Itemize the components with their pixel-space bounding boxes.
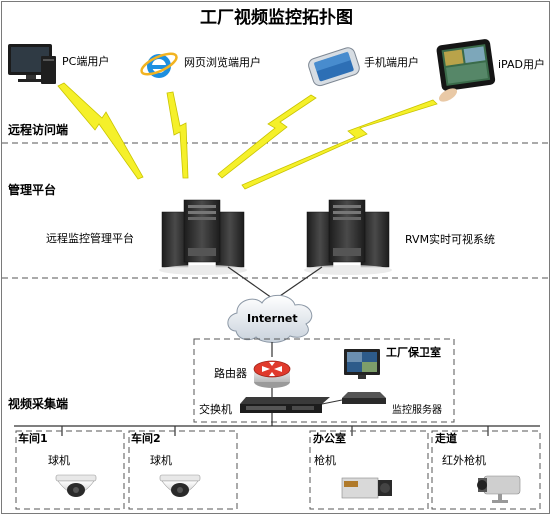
diagram-title: 工厂视频监控拓扑图	[200, 8, 353, 28]
pc-user-label: PC端用户	[62, 55, 110, 68]
area-1-camera-label: 球机	[48, 454, 70, 467]
monitor-server-icon	[342, 349, 386, 404]
dome-camera-icon-2	[159, 474, 201, 497]
guard-room-box	[193, 338, 455, 423]
area-box-2	[128, 430, 238, 510]
lightning-mobile	[217, 94, 317, 179]
area-3-label: 办公室	[313, 432, 346, 445]
area-box-1	[15, 430, 125, 510]
browser-icon	[140, 52, 178, 78]
area-box-3	[309, 430, 429, 510]
area-2-camera-label: 球机	[150, 454, 172, 467]
lightning-links	[57, 82, 438, 190]
area-box-4	[431, 430, 541, 510]
monitor-server-label: 监控服务器	[392, 405, 442, 416]
link-left-platform	[227, 266, 273, 299]
area-4-label: 走道	[435, 432, 457, 445]
lightning-ipad	[241, 99, 438, 190]
server-cluster-right	[304, 199, 392, 275]
internet-label: Internet	[247, 312, 298, 325]
ipad-icon	[436, 39, 496, 102]
server-cluster-left	[159, 199, 247, 275]
link-switch-server	[321, 399, 343, 405]
box-camera-icon	[341, 477, 392, 499]
mobile-user-label: 手机端用户	[364, 56, 419, 69]
guard-room-label: 工厂保卫室	[386, 346, 441, 359]
pc-icon	[8, 44, 56, 84]
ipad-user-label: iPAD用户	[498, 58, 545, 71]
platform-left-label: 远程监控管理平台	[46, 232, 134, 245]
area-1-label: 车间1	[18, 432, 48, 445]
switch-icon	[240, 397, 330, 413]
area-3-camera-label: 枪机	[314, 454, 336, 467]
area-4-camera-label: 红外枪机	[442, 454, 486, 467]
platform-right-label: RVM实时可视系统	[405, 233, 496, 246]
switch-label: 交换机	[199, 403, 232, 416]
lightning-web	[166, 91, 189, 179]
ir-bullet-camera-icon	[477, 475, 521, 503]
section-management-label: 管理平台	[8, 183, 57, 197]
section-capture-label: 视频采集端	[8, 397, 69, 411]
link-right-platform	[276, 266, 323, 299]
section-remote-label: 远程访问端	[8, 123, 69, 137]
area-2-label: 车间2	[131, 432, 161, 445]
router-icon	[253, 360, 291, 388]
router-label: 路由器	[214, 367, 247, 380]
dome-camera-icon-1	[55, 474, 97, 497]
web-user-label: 网页浏览端用户	[184, 56, 261, 69]
smartphone-icon	[308, 47, 360, 87]
lightning-pc	[57, 82, 144, 180]
